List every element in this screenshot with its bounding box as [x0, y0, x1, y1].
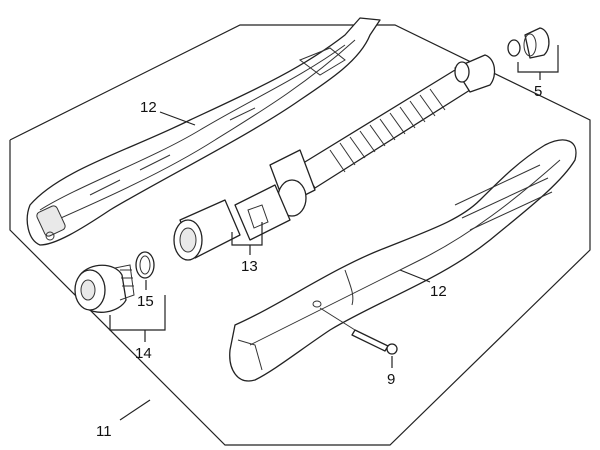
callout-label-14: 14	[135, 345, 152, 362]
callout-label-15: 15	[137, 293, 154, 310]
nozzle-head-part-14	[74, 264, 135, 313]
callout-label-12-bottom: 12	[430, 283, 447, 300]
shaft-coupling-assembly	[234, 54, 496, 241]
callout-label-13: 13	[241, 258, 258, 275]
screw-part-9	[319, 307, 398, 355]
callout-leaders	[109, 45, 559, 421]
callout-label-11: 11	[96, 423, 112, 440]
handle-half-shell-bottom	[229, 139, 577, 382]
callout-label-5: 5	[534, 83, 542, 100]
callout-label-9: 9	[387, 371, 395, 388]
coupling-sleeve	[173, 199, 241, 261]
grip-ribs	[329, 88, 446, 173]
o-ring-part-15-inner	[139, 255, 151, 275]
handle-half-shell-top	[26, 17, 381, 246]
end-plug-part-5	[507, 27, 550, 59]
callout-label-12-top: 12	[140, 99, 157, 116]
o-ring-part-15	[135, 251, 155, 279]
